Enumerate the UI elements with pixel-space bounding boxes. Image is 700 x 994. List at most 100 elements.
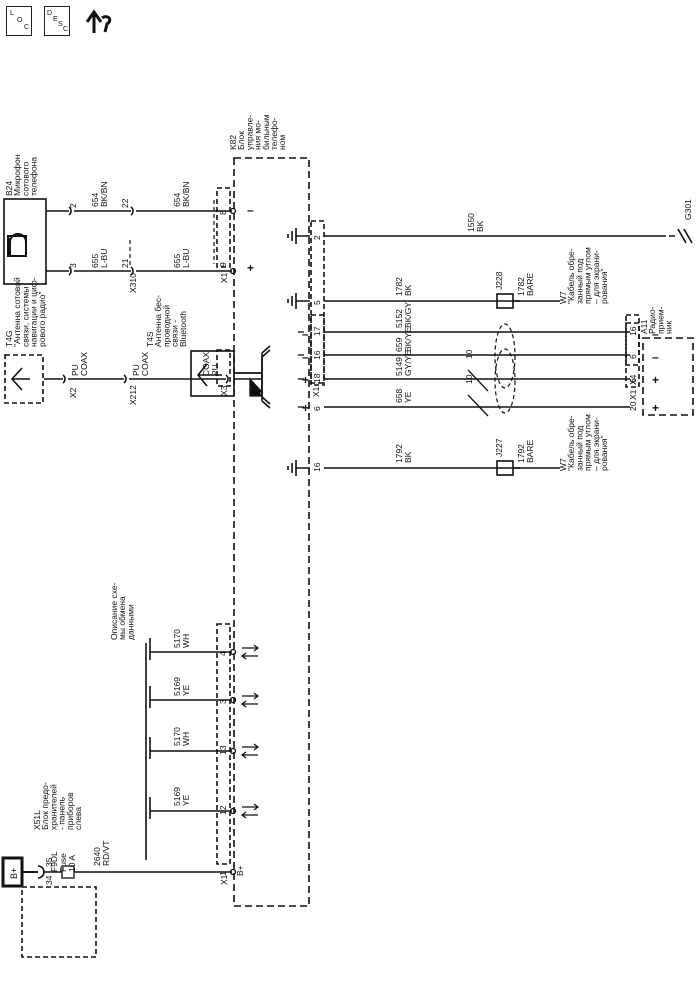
polarity-minus: – (652, 327, 659, 341)
wire-1792b-num: 1792 (516, 444, 526, 463)
pin-hook (68, 206, 72, 216)
k82-label: K82 (228, 135, 238, 150)
connector-exchange-icon[interactable] (84, 6, 114, 36)
k82-x1-data-connector (216, 623, 231, 865)
bidir-arrow-icon (241, 803, 259, 819)
t4g-label: связи, системы (20, 287, 30, 347)
wire-1782b-num: 1782 (516, 277, 526, 296)
k82-x1-right-connector (310, 220, 325, 384)
t4s-label: T4S (145, 331, 155, 347)
wire-1792a-num: 1792 (394, 444, 404, 463)
pin: 3 (218, 699, 228, 704)
k82-x3-connector (216, 349, 231, 387)
pin: 18 (312, 373, 322, 383)
g301-label: G301 (683, 199, 693, 220)
pin: 3 (68, 263, 78, 268)
wire-655b-label-num: 655 (172, 254, 182, 268)
t4g-label: "Антенна сотовой (12, 277, 22, 347)
wire-654a-label-num: 654 (90, 193, 100, 207)
coax-f: PU (210, 364, 220, 376)
w7-label-b: – для экрани- (591, 417, 601, 471)
k82-label: ном (277, 135, 287, 150)
wire-5169a-label-color: YE (181, 794, 191, 806)
wire-1792a-color: BK (403, 451, 413, 463)
wire-659-label-num: 659 (394, 338, 404, 352)
antenna-tri (249, 377, 264, 393)
pin: 2 (68, 203, 78, 208)
bidir-arrow-icon (241, 644, 259, 660)
t4g-label: рового радио" (37, 291, 47, 347)
fuse-pin-out: 35 (44, 857, 54, 867)
wire-655a-label-color: L-BU (99, 249, 109, 268)
pin-dot (229, 807, 237, 815)
pin-hook (68, 266, 72, 276)
location-button-icon[interactable]: L O C (6, 6, 32, 36)
pin: 16 (312, 350, 322, 360)
w7-label-b: прямым углом (583, 414, 593, 471)
w7-label-a: рования" (599, 268, 609, 304)
b24-label: B24 (4, 181, 14, 196)
wire-654b-label-color: BK/BN (181, 181, 191, 207)
fuse-word: Fuse (58, 853, 68, 872)
t4s-label: Bluetooth (178, 311, 188, 347)
g301-ground-icon (677, 228, 693, 244)
conn-j228: J228 (494, 271, 504, 290)
w7-label-a: W7 (558, 291, 568, 304)
loc-letter-o: O (17, 17, 23, 24)
wire-1782a-color: BK (403, 284, 413, 296)
polarity-plus: + (652, 401, 659, 415)
microphone-body (7, 235, 27, 257)
wire-5149-label-num: 5149 (394, 357, 404, 376)
pin: 6 (628, 354, 638, 359)
pin: 21 (120, 258, 130, 268)
wire-5152-label-num: 5152 (394, 309, 404, 328)
polarity-plus: + (652, 373, 659, 387)
x51l-label: Блок предо- (40, 782, 50, 830)
coax-hook-x3 (225, 374, 229, 384)
k82-label: телефо- (269, 117, 279, 150)
k82-bplus-pin: B+ (235, 865, 245, 876)
conn-x310: X310 (128, 273, 138, 293)
k82-label: управле- (244, 115, 254, 150)
conn-x1-bottom: X1 (219, 874, 229, 885)
toolbar: L O C D E S C (0, 0, 700, 46)
k82-bluetooth-antenna (261, 345, 271, 405)
x51l-label: X51L (32, 810, 42, 830)
k82-module-box (233, 157, 310, 907)
pin-dot (229, 267, 237, 275)
wire-658-label-color: YE (403, 391, 413, 403)
k82-label: бильным (261, 114, 271, 150)
coax-c: PU (131, 364, 141, 376)
x51l-label: приборов (65, 792, 75, 830)
t4g-antenna-box (4, 354, 44, 404)
w7-label-a: занный под (574, 259, 584, 304)
w7-label-a: "Кабель обре- (566, 248, 576, 304)
conn-x2: X2 (68, 387, 78, 398)
pin: 13 (218, 745, 228, 755)
w7-label-b: занный под (574, 426, 584, 471)
x51l-label: - панель (57, 796, 67, 830)
pin: 6 (312, 406, 322, 411)
k82-x1-right-lower-connector (310, 314, 325, 386)
wire-5170b-label-num: 5170 (172, 629, 182, 648)
data-description-label: Описание схе- (109, 582, 119, 640)
a11-radio-box (642, 337, 694, 416)
w7-label-a: – для экрани- (591, 250, 601, 304)
polarity-minus: – (302, 350, 309, 364)
twist-label-a: 10 (464, 349, 474, 359)
coax-d: COAX (140, 352, 150, 376)
polarity-plus: + (302, 401, 309, 415)
pin-dot (229, 868, 237, 876)
coax-hook-x212 (123, 374, 127, 384)
wire-2640-label-num: 2640 (92, 847, 102, 866)
conn-x1-a11: X1 (628, 389, 638, 400)
k82-antenna-symbol (261, 349, 271, 409)
pin-dot (229, 747, 237, 755)
wire-1792b-color: BARE (525, 440, 535, 463)
pin: 17 (312, 326, 322, 336)
pin: 16 (628, 326, 638, 336)
description-button-icon[interactable]: D E S C (44, 6, 70, 36)
b24-label: сотового (20, 162, 30, 196)
connector-x310-hook (130, 266, 134, 276)
wire-lines (1, 157, 694, 958)
